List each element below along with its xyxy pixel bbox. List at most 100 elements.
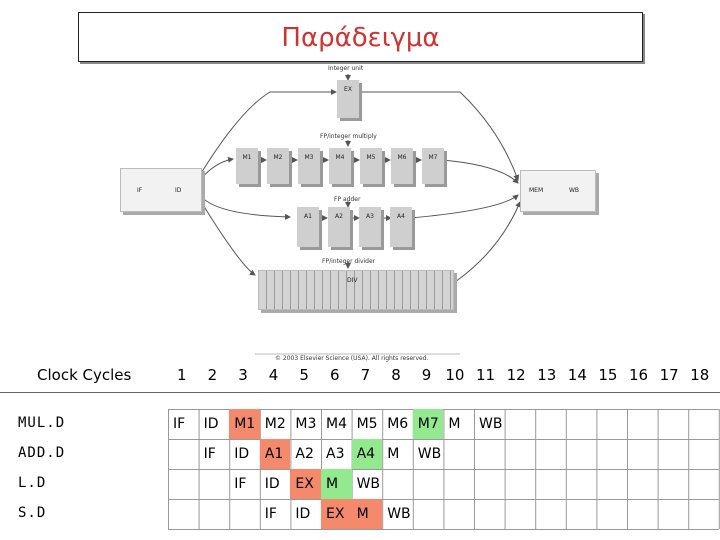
- mem-wb-stage: MEM WB: [520, 170, 596, 212]
- arrow-to-ex: [199, 89, 337, 176]
- cycle-header-17: 17: [659, 366, 679, 384]
- cycle-header-15: 15: [598, 366, 618, 384]
- multiply-stage-m5: M5: [360, 148, 382, 184]
- arrow-ex-to-mem: [358, 91, 520, 181]
- cycle-header-1: 1: [177, 366, 187, 384]
- instruction-label: S.D: [18, 505, 47, 521]
- div-stage-label: DIV: [347, 277, 358, 284]
- stage-cell: WB: [479, 416, 503, 432]
- stage-cell: ID: [203, 416, 219, 432]
- stage-cell: WB: [356, 476, 381, 492]
- cycle-header-6: 6: [330, 366, 340, 384]
- cycle-header-13: 13: [537, 366, 557, 384]
- stage-cell: A1: [259, 439, 291, 469]
- stage-cell: WB: [417, 446, 442, 462]
- multiply-stage-m3-label: M3: [304, 154, 314, 161]
- stage-cell: IF: [173, 416, 186, 432]
- divider-unit-label: FP/integer divider: [322, 258, 376, 265]
- stage-cell: M: [351, 499, 383, 529]
- arrow-a4-to-mem: [409, 194, 519, 219]
- cycle-header-18: 18: [690, 366, 710, 384]
- cycle-header-9: 9: [421, 366, 432, 384]
- cycle-header-11: 11: [476, 366, 496, 384]
- clock-cycles-label: Clock Cycles: [37, 366, 132, 384]
- multiply-stage-m2: M2: [267, 148, 289, 184]
- adder-unit-label: FP adder: [334, 196, 361, 203]
- arrow-to-a1: [199, 194, 291, 220]
- cycle-header-2: 2: [207, 366, 218, 384]
- stage-cell: IF: [203, 446, 216, 462]
- multiply-stage-m5-label: M5: [366, 154, 376, 161]
- stage-cell: IF: [264, 506, 277, 522]
- adder-stage-a4-label: A4: [397, 213, 405, 220]
- stage-cell: M1: [229, 409, 260, 439]
- multiply-stage-m7: M7: [422, 148, 444, 184]
- adder-stage-a1-label: A1: [304, 213, 312, 220]
- mem-stage-label: MEM: [529, 187, 544, 194]
- multiply-stage-m4: M4: [329, 148, 351, 184]
- cycle-header-4: 4: [268, 366, 279, 384]
- stage-cell: IF: [234, 476, 247, 492]
- adder-stage-a3: A3: [359, 207, 381, 247]
- cycle-header-16: 16: [629, 366, 649, 384]
- id-stage-label: ID: [175, 187, 182, 194]
- multiply-stage-m7-label: M7: [428, 154, 438, 161]
- adder-stage-a3-label: A3: [366, 213, 374, 220]
- stage-cell: EX: [290, 469, 321, 499]
- if-id-stage: IF ID: [120, 168, 202, 212]
- arrow-m7-to-mem: [441, 159, 519, 184]
- cycle-header-3: 3: [238, 366, 248, 384]
- stage-cell: A2: [295, 446, 314, 462]
- multiply-stage-m1-label: M1: [242, 154, 252, 161]
- instruction-label: L.D: [18, 475, 47, 491]
- cycle-header-5: 5: [299, 366, 309, 384]
- stage-cell: WB: [387, 506, 411, 522]
- cycle-header-12: 12: [506, 366, 526, 384]
- multiply-stage-m6-label: M6: [397, 154, 407, 161]
- cycle-header-10: 10: [445, 366, 465, 384]
- stage-cell: ID: [264, 476, 280, 492]
- stage-cell: M2: [264, 416, 286, 432]
- stage-cell: M5: [356, 416, 378, 432]
- stage-cell: M: [387, 446, 400, 462]
- stage-cell: M4: [326, 416, 347, 432]
- adder-stage-a2-label: A2: [335, 213, 343, 220]
- stage-cell: M7: [412, 409, 444, 439]
- integer-unit-label: Integer unit: [328, 65, 364, 72]
- stage-cell: A3: [326, 446, 345, 462]
- instruction-label: ADD.D: [18, 445, 66, 461]
- multiply-stage-m1: M1: [236, 148, 258, 184]
- adder-stage-a1: A1: [297, 207, 319, 247]
- stage-cell: M3: [295, 416, 317, 432]
- stage-cell: ID: [234, 446, 250, 462]
- cycle-header-8: 8: [391, 366, 401, 384]
- adder-stage-a2: A2: [328, 207, 350, 247]
- cycle-header-14: 14: [567, 366, 587, 384]
- multiply-stage-m4-label: M4: [335, 154, 345, 161]
- multiply-stage-m3: M3: [298, 148, 320, 184]
- multiply-unit-label: FP/integer multiply: [320, 133, 377, 140]
- multiply-stage-m6: M6: [391, 148, 413, 184]
- ex-stage-label: EX: [344, 86, 352, 93]
- arrow-to-m1: [199, 156, 234, 181]
- stage-cell: ID: [295, 506, 311, 522]
- arrow-div-to-mem: [454, 201, 521, 283]
- cycle-header-7: 7: [360, 366, 371, 384]
- adder-stage-a4: A4: [390, 207, 412, 247]
- if-stage-label: IF: [137, 187, 143, 194]
- instruction-label: MUL.D: [18, 415, 66, 431]
- div-stage: DIV: [258, 270, 454, 310]
- ex-stage: EX: [337, 80, 359, 118]
- stage-cell: M6: [387, 416, 409, 432]
- copyright-notice: © 2003 Elsevier Science (USA). All right…: [275, 355, 429, 362]
- multiply-stage-m2-label: M2: [273, 154, 283, 161]
- stage-cell: M: [448, 416, 461, 432]
- stage-cell: A4: [351, 439, 383, 469]
- stage-cell: EX: [321, 499, 352, 529]
- arrow-to-div: [199, 199, 256, 276]
- stage-cell: M: [321, 469, 352, 499]
- page-title: Παράδειγμα: [281, 23, 440, 53]
- wb-stage-label: WB: [569, 187, 580, 194]
- title-box: Παράδειγμα: [78, 12, 643, 62]
